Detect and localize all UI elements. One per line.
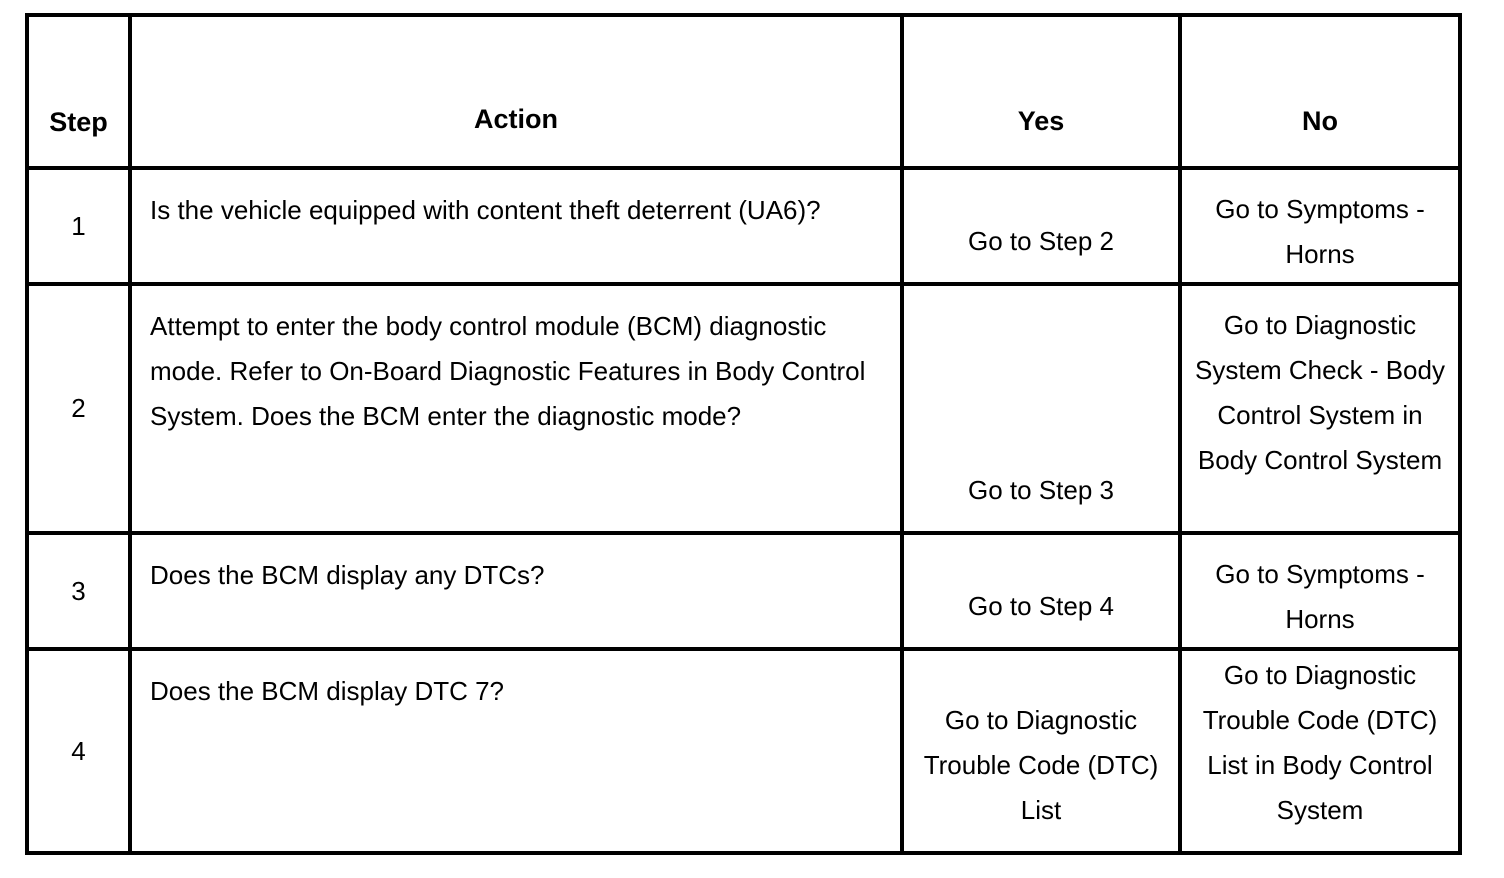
- column-header-step: Step: [25, 13, 132, 170]
- yes-text: Go to Step 2: [968, 226, 1114, 256]
- cell-yes-result: Go to Diagnostic Trouble Code (DTC) List: [900, 647, 1182, 855]
- table-row: 2 Attempt to enter the body control modu…: [25, 282, 1462, 535]
- table-header: Step Action Yes No: [25, 13, 1462, 170]
- cell-yes-result: Go to Step 2: [900, 166, 1182, 286]
- table-row: 3 Does the BCM display any DTCs? Go to S…: [25, 531, 1462, 651]
- no-text: Go to Diagnostic Trouble Code (DTC) List…: [1202, 660, 1438, 825]
- cell-step-number: 1: [25, 166, 132, 286]
- no-text: Go to Symptoms - Horns: [1215, 559, 1425, 634]
- cell-step-number: 3: [25, 531, 132, 651]
- yes-text: Go to Diagnostic Trouble Code (DTC) List: [923, 705, 1159, 825]
- column-header-step-label: Step: [49, 107, 108, 137]
- table-header-row: Step Action Yes No: [25, 13, 1462, 170]
- cell-action-text: Does the BCM display any DTCs?: [128, 531, 904, 651]
- cell-action-text: Does the BCM display DTC 7?: [128, 647, 904, 855]
- column-header-no-label: No: [1302, 106, 1338, 136]
- action-text: Attempt to enter the body control module…: [150, 311, 866, 431]
- table-body: 1 Is the vehicle equipped with content t…: [25, 166, 1462, 855]
- cell-step-number: 4: [25, 647, 132, 855]
- action-text: Does the BCM display any DTCs?: [150, 560, 545, 590]
- column-header-no: No: [1178, 13, 1462, 170]
- cell-action-text: Attempt to enter the body control module…: [128, 282, 904, 535]
- column-header-yes: Yes: [900, 13, 1182, 170]
- action-text: Is the vehicle equipped with content the…: [150, 195, 821, 225]
- diagnostic-steps-table: Step Action Yes No 1 Is the vehicle equi…: [25, 13, 1462, 855]
- no-text: Go to Diagnostic System Check - Body Con…: [1195, 310, 1445, 475]
- cell-yes-result: Go to Step 4: [900, 531, 1182, 651]
- cell-no-result: Go to Diagnostic System Check - Body Con…: [1178, 282, 1462, 535]
- column-header-yes-label: Yes: [1017, 106, 1065, 136]
- cell-action-text: Is the vehicle equipped with content the…: [128, 166, 904, 286]
- yes-text: Go to Step 4: [968, 591, 1114, 621]
- cell-no-result: Go to Diagnostic Trouble Code (DTC) List…: [1178, 647, 1462, 855]
- table-row: 4 Does the BCM display DTC 7? Go to Diag…: [25, 647, 1462, 855]
- column-header-action: Action: [128, 13, 904, 170]
- table-row: 1 Is the vehicle equipped with content t…: [25, 166, 1462, 286]
- cell-yes-result: Go to Step 3: [900, 282, 1182, 535]
- yes-text: Go to Step 3: [968, 475, 1114, 505]
- no-text: Go to Symptoms - Horns: [1215, 194, 1425, 269]
- column-header-action-label: Action: [474, 104, 558, 134]
- cell-step-number: 2: [25, 282, 132, 535]
- action-text: Does the BCM display DTC 7?: [150, 676, 505, 706]
- cell-no-result: Go to Symptoms - Horns: [1178, 531, 1462, 651]
- cell-no-result: Go to Symptoms - Horns: [1178, 166, 1462, 286]
